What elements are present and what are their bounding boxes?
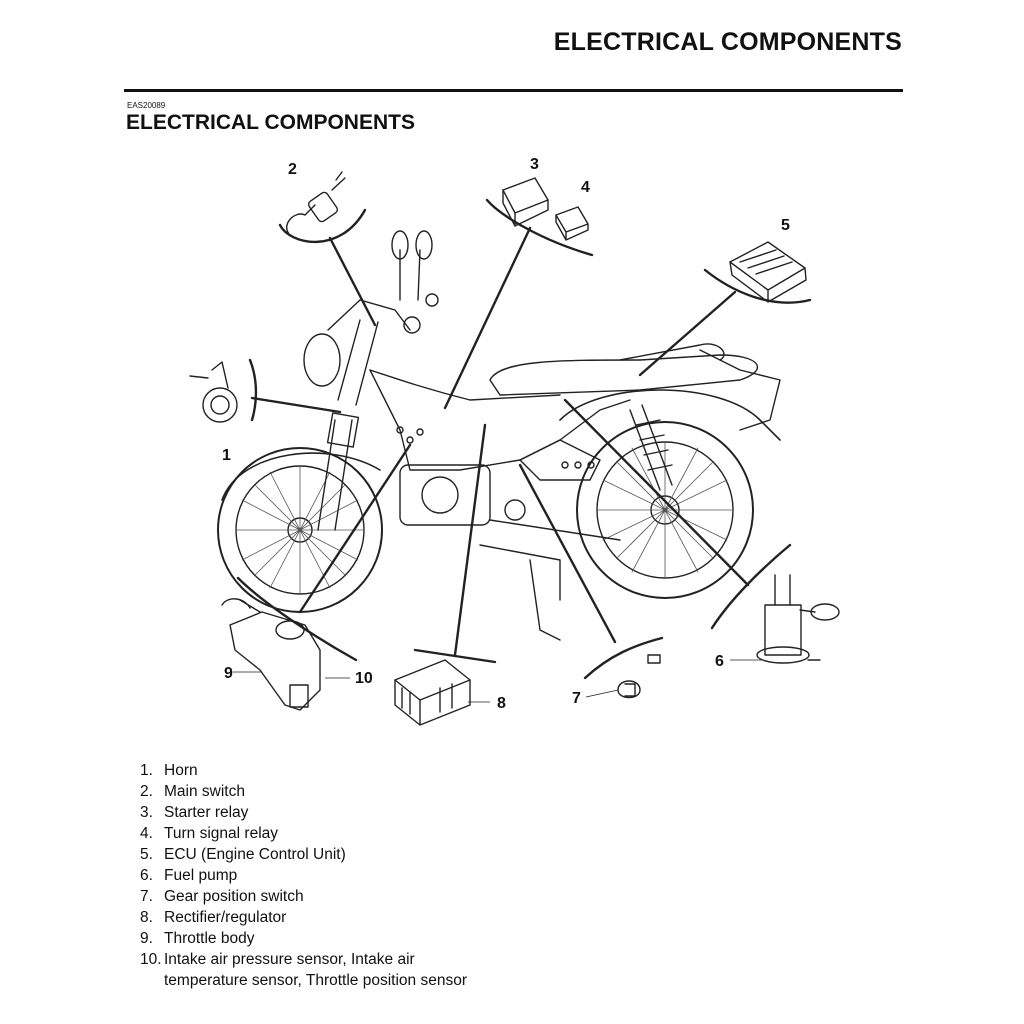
callout-leaders [236,198,812,680]
component-legend: 1.Horn 2.Main switch 3.Starter relay 4.T… [140,760,467,991]
section-title: ELECTRICAL COMPONENTS [126,111,415,134]
legend-item: 3.Starter relay [140,804,249,821]
section-code: EAS20089 [127,101,166,110]
turn-signal-relay-part [555,206,589,241]
legend-item: 10.Intake air pressure sensor, Intake ai… [140,951,467,989]
callout-7: 7 [572,690,581,707]
front-fork [317,319,379,531]
frame-body [369,343,781,481]
legend-item: 2.Main switch [140,783,245,800]
callout-5: 5 [781,217,790,234]
horn-part [189,361,238,423]
callout-8: 8 [497,695,506,712]
front-wheel [217,447,383,613]
callout-4: 4 [581,179,590,196]
legend-item: 1.Horn [140,762,198,779]
callout-2: 2 [288,161,297,178]
legend-item: 9.Throttle body [140,930,255,947]
legend-item: 6.Fuel pump [140,867,238,884]
callout-3: 3 [530,156,539,173]
fuel-pump-part [756,574,840,664]
headlight-handlebar [303,230,439,387]
callout-9: 9 [224,665,233,682]
legend-item: 8.Rectifier/regulator [140,909,287,926]
running-header: ELECTRICAL COMPONENTS [553,28,902,56]
legend-item: 7.Gear position switch [140,888,304,905]
rear-shock [629,404,673,491]
rectifier-regulator-part [394,659,471,726]
legend-item: 4.Turn signal relay [140,825,279,842]
header-rule [124,89,903,92]
throttle-body-part [221,598,321,711]
gear-position-switch-part [617,654,661,699]
callout-1: 1 [222,447,231,464]
ecu-part [729,241,807,303]
legend-item: 5.ECU (Engine Control Unit) [140,846,346,863]
rear-wheel [559,389,781,599]
main-switch-part [286,171,346,236]
callout-6: 6 [715,653,724,670]
starter-relay-part [502,177,549,227]
callout-10: 10 [355,670,373,687]
